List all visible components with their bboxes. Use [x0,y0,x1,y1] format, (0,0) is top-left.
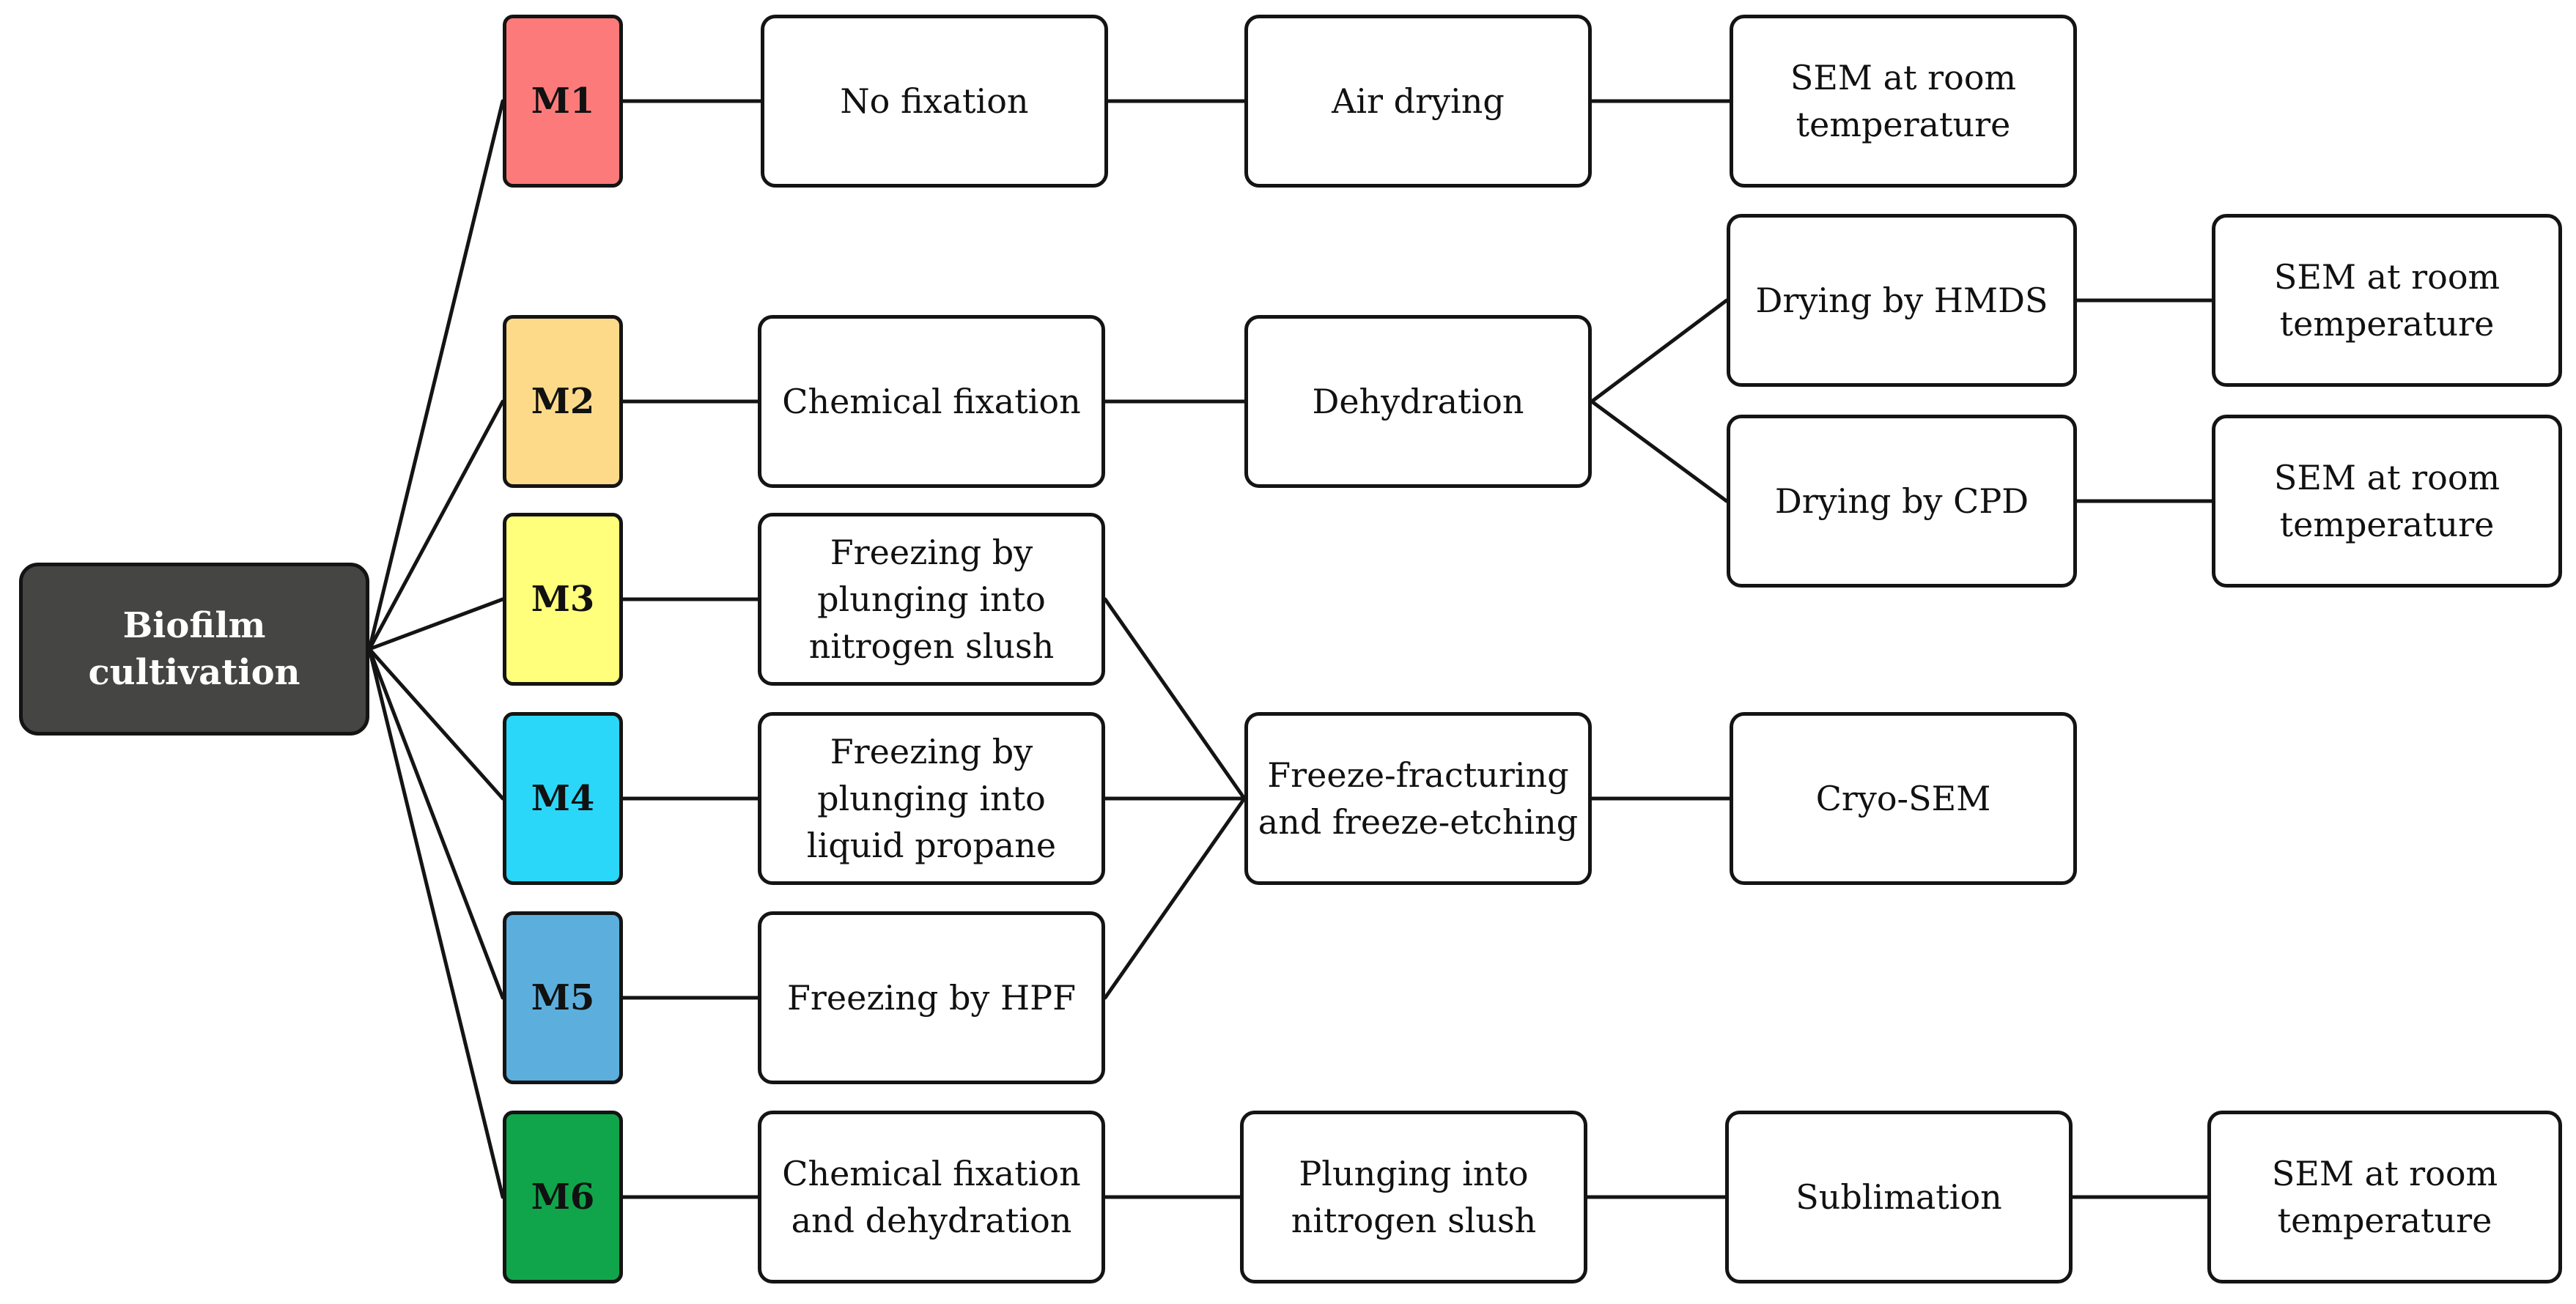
step-label: Freeze-fracturing and freeze-etching [1258,755,1579,842]
connector-root-to-m1 [367,99,505,651]
step-chemical-fixation-and-dehydration: Chemical fixation and dehydration [758,1111,1105,1283]
step-sem-room-temperature: SEM at room temperature [2207,1111,2562,1283]
step-sem-room-temperature: SEM at room temperature [2212,415,2562,588]
root-biofilm-cultivation: Biofilm cultivation [19,563,369,736]
step-freeze-fracturing: Freeze-fracturing and freeze-etching [1244,712,1592,885]
step-sem-room-temperature: SEM at room temperature [1730,15,2077,188]
step-label: Drying by CPD [1774,481,2029,521]
connector-dehydration-to-drying-hmds [1590,298,1729,404]
step-sublimation: Sublimation [1725,1111,2073,1283]
step-label: Chemical fixation and dehydration [782,1154,1081,1240]
step-label: Freezing by HPF [786,978,1077,1018]
step-label: Air drying [1332,81,1505,121]
connector-freezing-hpf-to-freeze-fracturing [1103,796,1247,1000]
method-m2: M2 [503,315,623,488]
step-label: SEM at room temperature [1790,58,2017,144]
connector-root-to-m4 [367,647,505,801]
method-m6-label: M6 [531,1177,595,1218]
connector-root-to-m3 [367,597,505,651]
method-m4-label: M4 [531,778,595,819]
connector-root-to-m6 [367,647,505,1199]
step-label: No fixation [840,81,1029,121]
method-m5-label: M5 [531,977,595,1018]
step-label: Freezing by plunging into liquid propane [806,732,1057,865]
connector-freezing-nitrogen-slush-to-freeze-fracturing [1103,597,1247,801]
step-dehydration: Dehydration [1244,315,1592,488]
method-m2-label: M2 [531,381,595,422]
method-m1-label: M1 [531,81,595,122]
method-m3-label: M3 [531,579,595,620]
step-freezing-liquid-propane: Freezing by plunging into liquid propane [758,712,1105,885]
connector-root-to-m5 [367,647,505,1000]
root-label: Biofilm cultivation [88,605,300,693]
step-label: Drying by HMDS [1755,281,2048,320]
step-drying-by-cpd: Drying by CPD [1727,415,2077,588]
connector-root-to-m2 [367,399,505,651]
step-label: Cryo-SEM [1815,779,1991,818]
step-label: SEM at room temperature [2271,1154,2498,1240]
method-m1: M1 [503,15,623,188]
step-label: SEM at room temperature [2273,458,2501,544]
step-drying-by-hmds: Drying by HMDS [1727,214,2077,387]
step-label: Plunging into nitrogen slush [1291,1154,1537,1240]
connector-dehydration-to-drying-cpd [1590,399,1729,503]
step-cryo-sem: Cryo-SEM [1730,712,2077,885]
step-plunging-into-nitrogen-slush: Plunging into nitrogen slush [1240,1111,1587,1283]
step-no-fixation: No fixation [761,15,1108,188]
method-m4: M4 [503,712,623,885]
step-freezing-nitrogen-slush: Freezing by plunging into nitrogen slush [758,513,1105,686]
step-freezing-by-hpf: Freezing by HPF [758,911,1105,1084]
step-label: Dehydration [1312,382,1524,421]
step-air-drying: Air drying [1244,15,1592,188]
step-label: SEM at room temperature [2273,257,2501,344]
step-chemical-fixation: Chemical fixation [758,315,1105,488]
method-m6: M6 [503,1111,623,1283]
method-m5: M5 [503,911,623,1084]
step-label: Freezing by plunging into nitrogen slush [808,533,1055,666]
step-label: Chemical fixation [782,382,1081,421]
step-sem-room-temperature: SEM at room temperature [2212,214,2562,387]
method-m3: M3 [503,513,623,686]
step-label: Sublimation [1796,1177,2002,1217]
